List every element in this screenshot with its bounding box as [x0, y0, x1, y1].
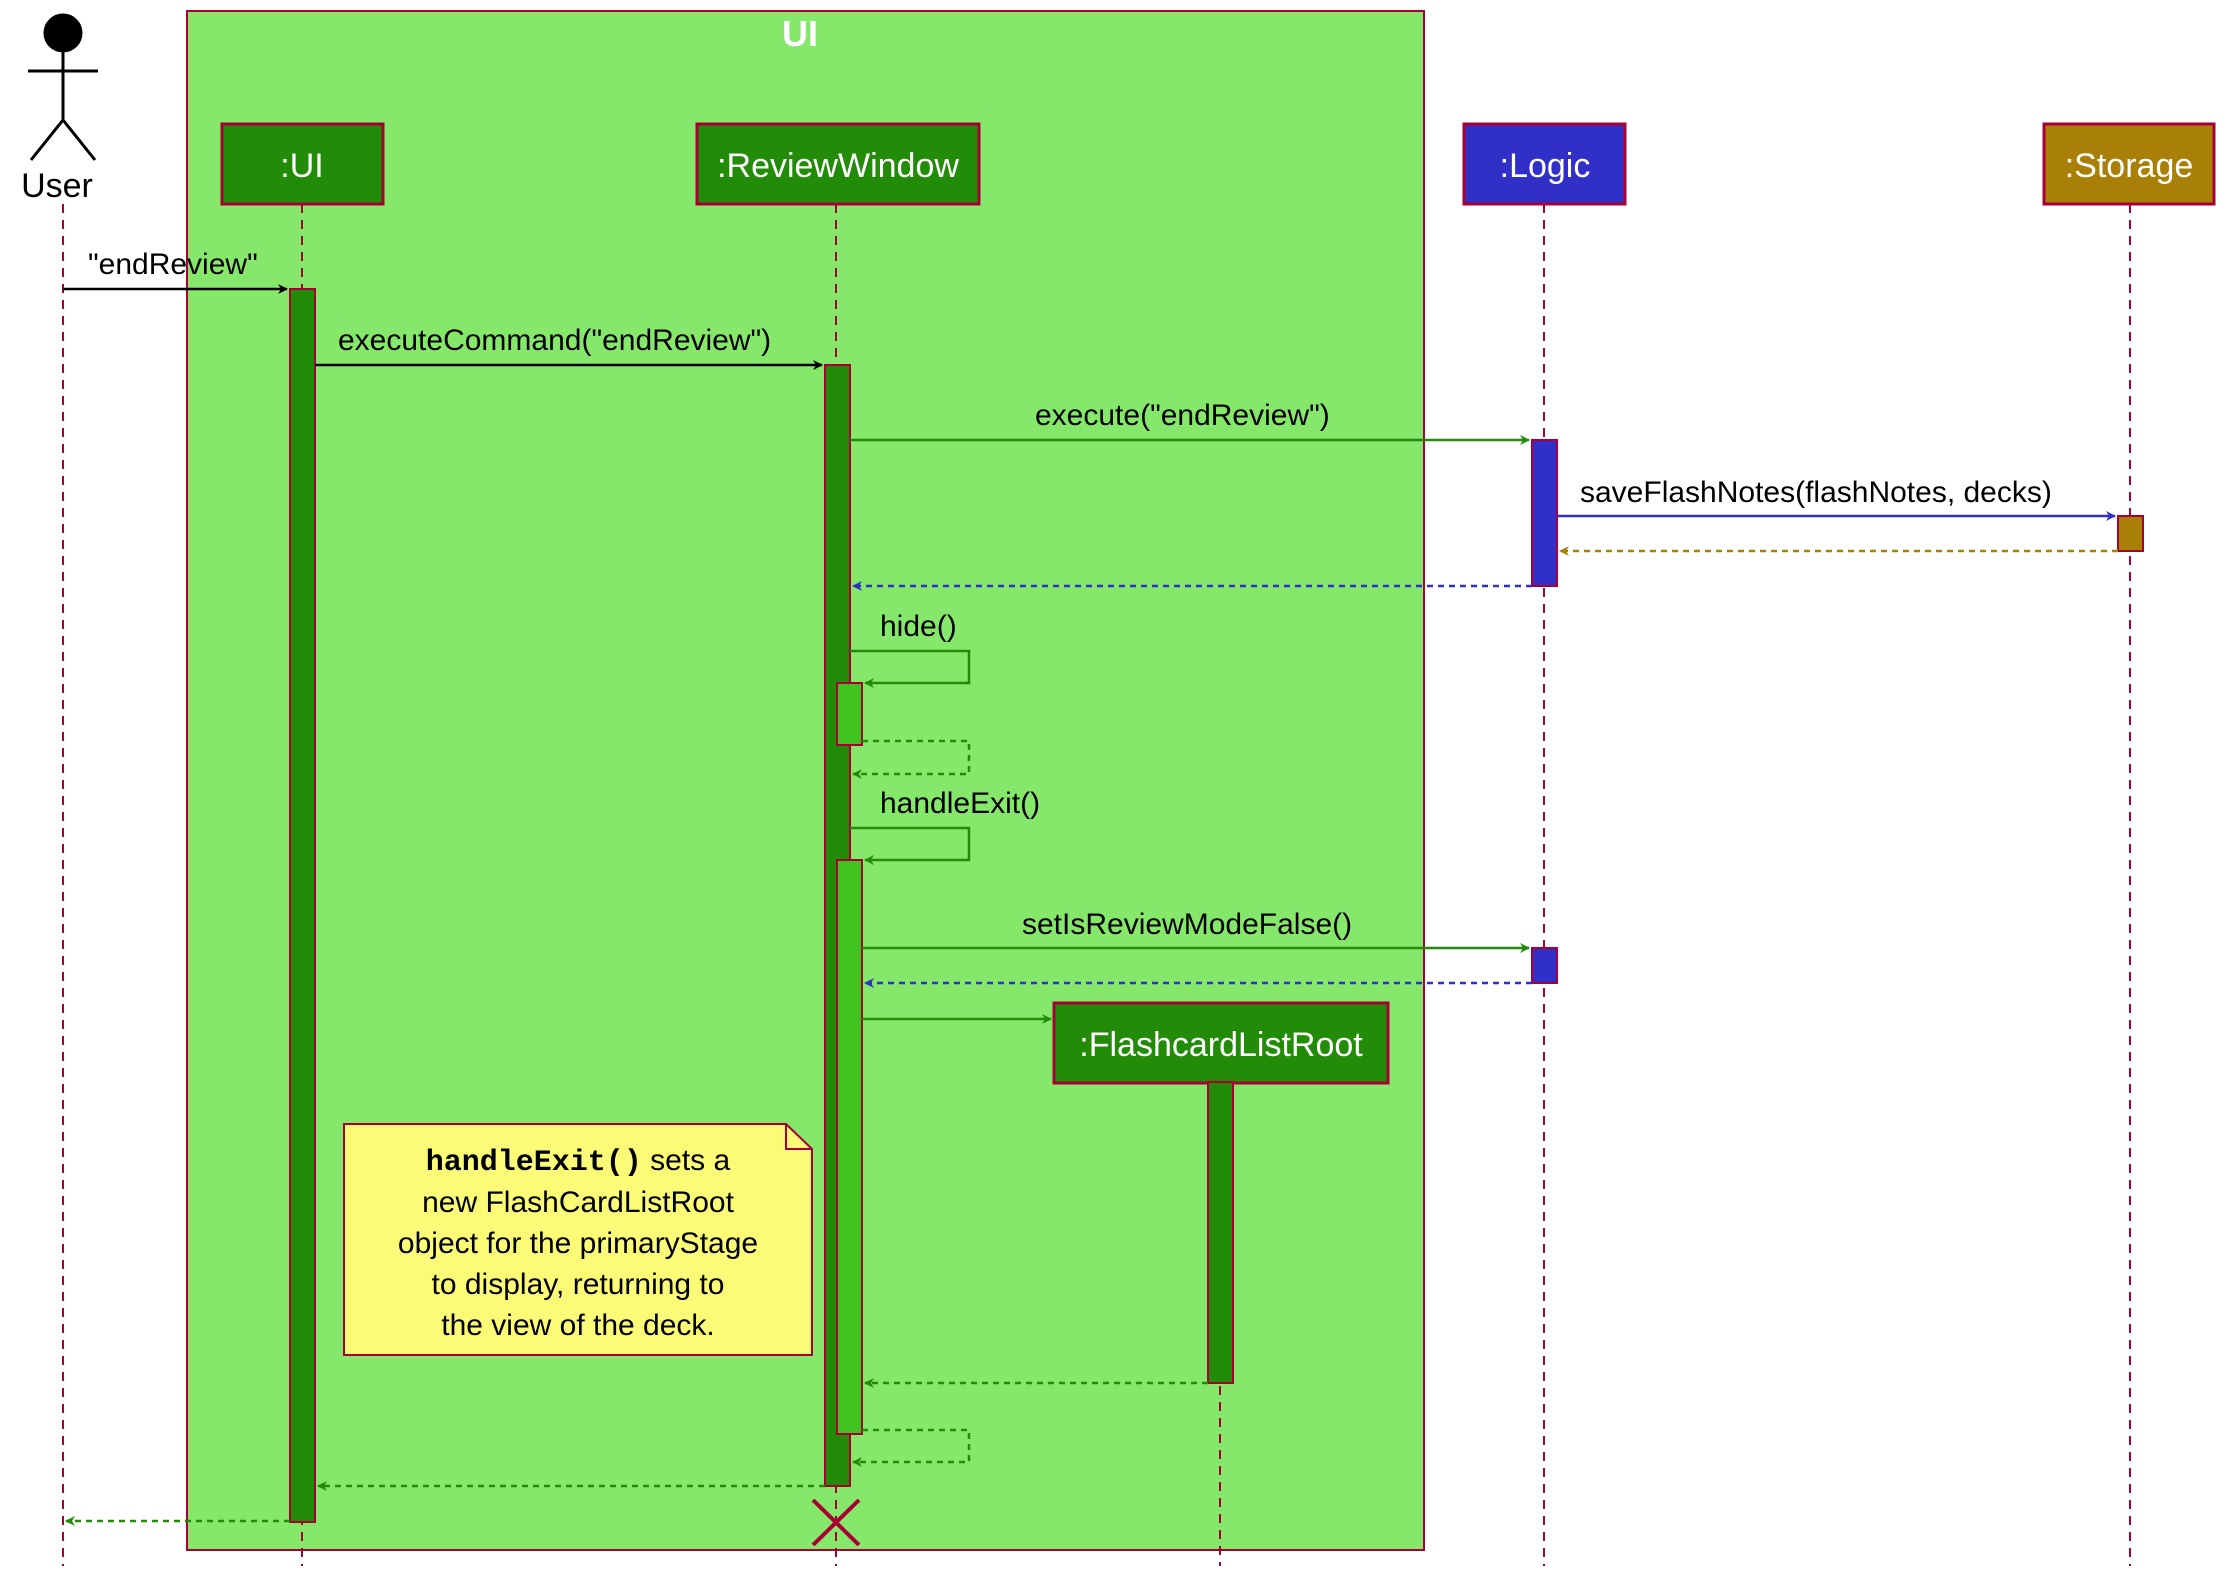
participant-storage-box — [2042, 122, 2216, 206]
note-fold — [785, 1124, 812, 1150]
activation-flashcard-list-root — [1207, 1081, 1234, 1384]
participant-flashcard-list-root-box — [1052, 1001, 1390, 1085]
participant-storage-label: :Storage — [2065, 147, 2194, 185]
message-handle-exit-label: handleExit() — [880, 787, 1040, 820]
activation-logic-set-review-mode — [1531, 947, 1558, 984]
activation-review-window-handle-exit — [836, 859, 863, 1435]
participant-ui-label: :UI — [280, 147, 323, 185]
activation-storage — [2117, 515, 2144, 552]
message-hide-arrow — [850, 649, 971, 688]
participant-logic-box — [1462, 122, 1627, 206]
participant-logic-label: :Logic — [1500, 147, 1591, 185]
message-hide-label: hide() — [880, 610, 957, 643]
ui-boundary-title: UI — [782, 13, 818, 54]
participant-review-window-box — [695, 122, 981, 206]
actor-head — [43, 13, 83, 53]
message-end-review-label: "endReview" — [88, 248, 258, 281]
actor-label: User — [21, 167, 93, 205]
note-line-3: object for the primaryStage — [398, 1227, 758, 1260]
message-execute-label: execute("endReview") — [1035, 399, 1330, 432]
activation-logic-execute — [1531, 439, 1558, 587]
participant-review-window-label: :ReviewWindow — [717, 147, 959, 185]
return-hide-arrow — [852, 739, 971, 779]
activation-ui — [289, 288, 316, 1523]
message-set-is-review-mode-false-label: setIsReviewModeFalse() — [1022, 908, 1352, 941]
note-line-5: the view of the deck. — [441, 1309, 715, 1342]
destroy-marker — [811, 1498, 861, 1547]
message-save-flash-notes-label: saveFlashNotes(flashNotes, decks) — [1580, 476, 2052, 509]
activation-review-window-hide — [836, 682, 863, 746]
note-line-1: handleExit() sets a — [426, 1144, 731, 1180]
note-line-4: to display, returning to — [432, 1268, 725, 1301]
user-actor — [28, 13, 98, 161]
note-line-2: new FlashCardListRoot — [422, 1186, 734, 1219]
note-box — [343, 1123, 813, 1356]
note: handleExit() sets a new FlashCardListRoo… — [343, 1123, 813, 1356]
participant-ui-box — [220, 122, 385, 206]
participant-flashcard-list-root-label: :FlashcardListRoot — [1079, 1026, 1363, 1064]
return-handle-exit-arrow — [852, 1428, 971, 1467]
note-code: handleExit() — [426, 1146, 642, 1180]
message-execute-command-label: executeCommand("endReview") — [338, 324, 771, 357]
message-handle-exit-arrow — [850, 826, 971, 865]
